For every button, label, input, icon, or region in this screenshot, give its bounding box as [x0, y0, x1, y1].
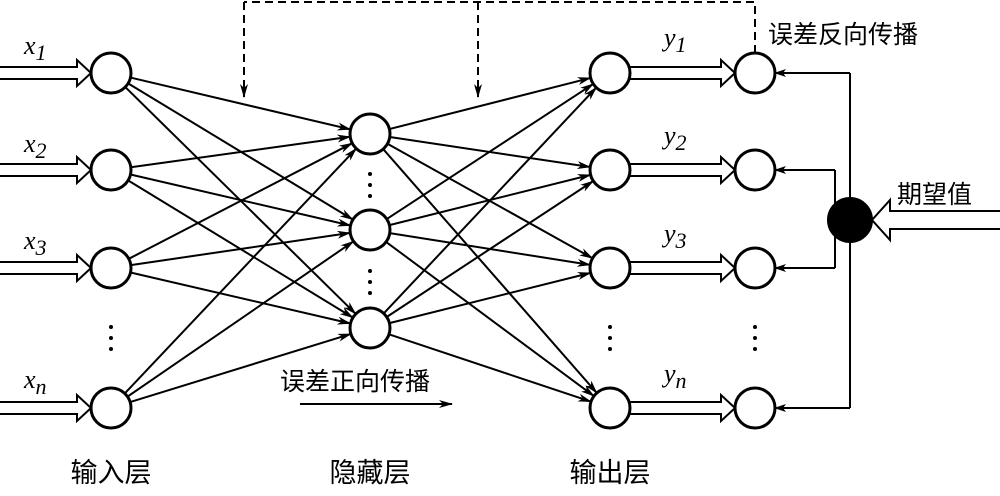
hidden-node-2 [348, 208, 392, 252]
connection-hidden-1-output-1 [389, 76, 592, 131]
expected-value-sum-node [827, 197, 873, 243]
output-node-1 [588, 51, 632, 95]
input-labels: x1 x2 x3 xn [23, 31, 47, 399]
target-node-1 [733, 51, 777, 95]
connection-hidden-2-output-1 [386, 83, 595, 220]
target-ellipsis-3 [753, 347, 757, 351]
hidden-ellipsis-lower-2 [368, 280, 372, 284]
output-label-yn: yn [661, 359, 687, 393]
target-node-3 [733, 246, 777, 290]
hidden-node-3 [348, 306, 392, 350]
connection-hidden-2-output-4 [385, 241, 595, 397]
output-block-arrow-3 [630, 252, 737, 284]
output-labels: y1 y2 y3 yn [661, 23, 687, 393]
output-block-arrow-4 [630, 392, 737, 424]
backprop-dashed-path [240, 1, 756, 98]
target-ellipsis-1 [753, 325, 757, 329]
connection-hidden-1-output-4 [382, 148, 598, 394]
connection-input-4-hidden-1 [124, 147, 357, 395]
output-layer-label: 输出层 [570, 458, 651, 489]
input-label-x1: x1 [23, 31, 47, 65]
nodes [89, 51, 873, 430]
backprop-dashed-line [244, 1, 756, 53]
input-label-x3: x3 [23, 226, 47, 260]
hidden-ellipsis-lower-3 [368, 291, 372, 295]
connection-input-4-hidden-3 [129, 332, 352, 404]
output-label-y1: y1 [661, 23, 687, 57]
input-ellipsis-3 [109, 347, 113, 351]
target-node-4 [733, 386, 777, 430]
connection-input-4-hidden-2 [126, 240, 355, 398]
connection-input-2-hidden-1 [130, 134, 352, 169]
feedback-lines [774, 69, 851, 412]
output-ellipsis-2 [608, 336, 612, 340]
connections [124, 76, 598, 404]
hidden-layer-label: 隐藏层 [330, 458, 411, 489]
input-ellipsis-2 [109, 336, 113, 340]
target-node-2 [733, 148, 777, 192]
output-ellipsis-3 [608, 347, 612, 351]
expected-value-label: 期望值 [897, 180, 972, 209]
hidden-ellipsis-lower-1 [368, 269, 372, 273]
hidden-node-1 [348, 112, 392, 156]
output-label-y3: y3 [661, 219, 687, 253]
hidden-ellipsis-upper-1 [368, 172, 372, 176]
connection-hidden-3-output-4 [388, 333, 592, 403]
output-block-arrow-2 [630, 154, 737, 186]
forward-propagation-label: 误差正向传播 [280, 367, 430, 396]
connection-hidden-3-output-3 [389, 271, 592, 325]
connection-hidden-3-output-1 [382, 86, 598, 315]
input-node-1 [89, 51, 133, 95]
output-node-4 [588, 386, 632, 430]
hidden-ellipsis-upper-3 [368, 194, 372, 198]
input-node-4 [89, 386, 133, 430]
connection-input-3-hidden-3 [130, 271, 352, 325]
output-ellipsis-1 [608, 325, 612, 329]
connection-input-3-hidden-2 [130, 230, 352, 267]
input-layer-label: 输入层 [71, 458, 152, 489]
connection-hidden-3-output-2 [386, 180, 595, 318]
output-block-arrow-1 [630, 57, 737, 89]
target-ellipsis-2 [753, 336, 757, 340]
ellipsis-dots [109, 172, 757, 351]
input-label-xn: xn [23, 365, 47, 399]
input-label-x2: x2 [23, 129, 47, 163]
hidden-ellipsis-upper-2 [368, 183, 372, 187]
input-ellipsis-1 [109, 325, 113, 329]
output-node-3 [588, 246, 632, 290]
connection-input-3-hidden-1 [128, 142, 354, 260]
output-label-y2: y2 [661, 121, 687, 155]
backward-propagation-label: 误差反向传播 [768, 20, 918, 49]
input-node-3 [89, 246, 133, 290]
output-node-2 [588, 148, 632, 192]
connection-input-1-hidden-1 [130, 76, 352, 131]
input-node-2 [89, 148, 133, 192]
